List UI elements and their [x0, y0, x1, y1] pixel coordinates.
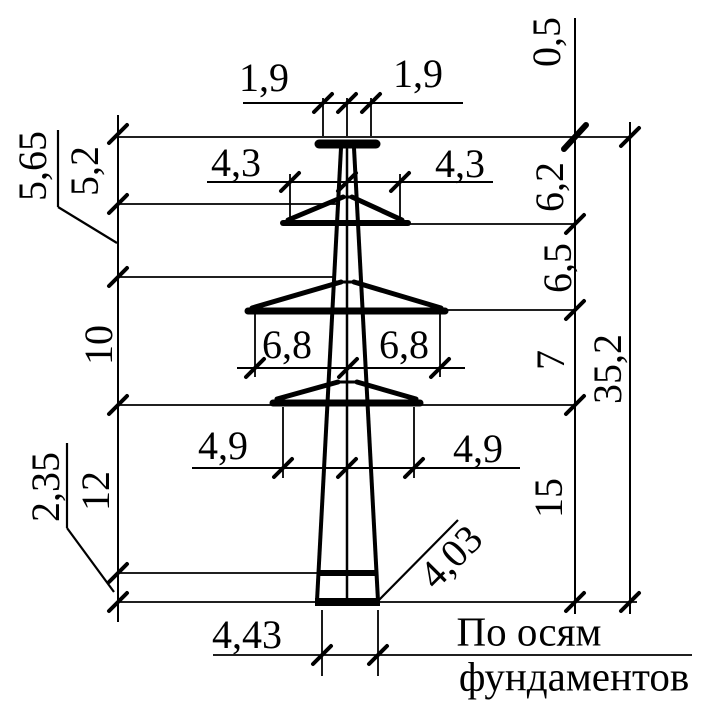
dim-left-chain-10: 10	[76, 325, 121, 365]
dim-middle-crossarm-left: 6,8	[262, 322, 312, 367]
leader-lines	[56, 130, 459, 602]
dim-right-chain-0-5: 0,5	[524, 17, 569, 67]
dim-left-chain-12: 12	[73, 471, 118, 511]
dim-base-width: 4,43	[212, 612, 282, 657]
middle-crossarm	[244, 279, 449, 315]
lower-crossarm	[269, 379, 424, 407]
dim-top-width-left: 1,9	[239, 55, 289, 100]
dim-right-chain-6-5: 6,5	[535, 243, 580, 293]
tower-structure	[244, 139, 449, 606]
dim-lower-crossarm-right: 4,9	[453, 426, 503, 471]
upper-crossarm	[280, 194, 411, 226]
dim-upper-crossarm-right: 4,3	[435, 141, 485, 186]
dim-left-chain-2-35: 2,35	[23, 452, 68, 522]
dim-total-height: 35,2	[585, 334, 630, 404]
caption-line1: По осям	[456, 608, 602, 655]
dim-right-chain-15: 15	[526, 478, 571, 518]
dim-left-chain-5-65: 5,65	[10, 131, 55, 201]
dim-middle-crossarm-right: 6,8	[379, 322, 429, 367]
dimension-lines	[192, 102, 520, 469]
dim-left-chain-5-2: 5,2	[62, 146, 107, 196]
dim-right-chain-6-2: 6,2	[527, 162, 572, 212]
dim-top-width-right: 1,9	[393, 51, 443, 96]
dim-right-chain-7: 7	[528, 350, 573, 370]
caption-line2: фундаментов	[458, 653, 690, 700]
dim-lower-crossarm-left: 4,9	[198, 423, 248, 468]
dim-upper-crossarm-left: 4,3	[211, 140, 261, 185]
dimension-chains	[117, 18, 631, 622]
